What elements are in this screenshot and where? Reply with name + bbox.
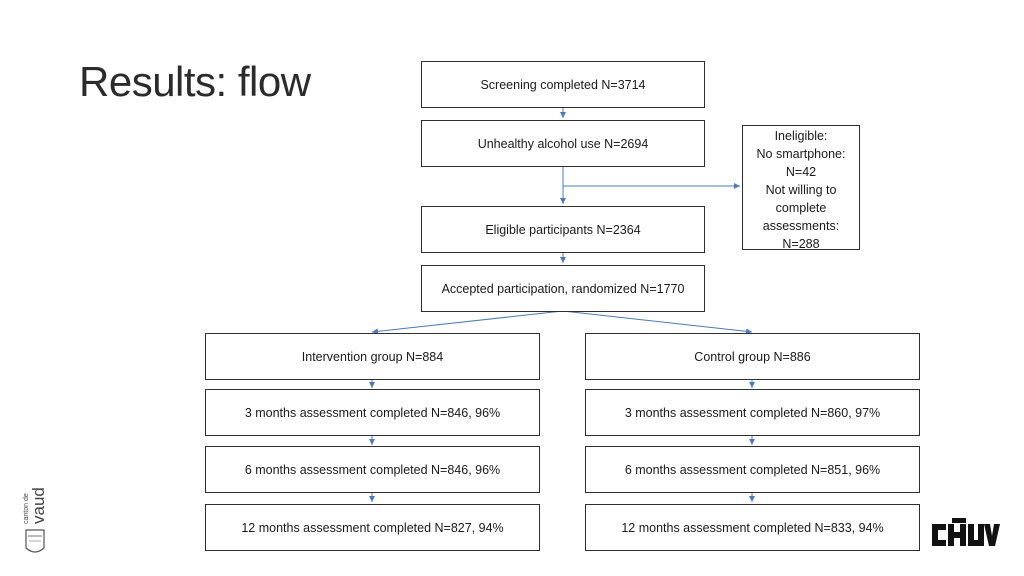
ineligible-line: No smartphone: [756, 147, 846, 161]
control-group-box: Control group N=886 [585, 333, 920, 380]
ineligible-line: Not willing to [765, 183, 837, 197]
svg-text:vaud: vaud [29, 487, 48, 524]
ineligible-line: Ineligible: [774, 129, 828, 143]
control-3m-box: 3 months assessment completed N=860, 97% [585, 389, 920, 436]
unhealthy-alcohol-box: Unhealthy alcohol use N=2694 [421, 120, 705, 167]
screening-box: Screening completed N=3714 [421, 61, 705, 108]
intervention-group-box: Intervention group N=884 [205, 333, 540, 380]
ineligible-line: N=288 [782, 237, 820, 251]
randomized-box: Accepted participation, randomized N=177… [421, 265, 705, 312]
intervention-3m-box: 3 months assessment completed N=846, 96% [205, 389, 540, 436]
intervention-6m-box: 6 months assessment completed N=846, 96% [205, 446, 540, 493]
ineligible-line: assessments: [762, 219, 840, 233]
chuv-logo [931, 518, 1000, 548]
ineligible-box: Ineligible: No smartphone: N=42 Not will… [742, 125, 860, 251]
svg-text:canton de: canton de [23, 493, 30, 524]
slide-title: Results: flow [79, 58, 311, 105]
control-12m-box: 12 months assessment completed N=833, 94… [585, 504, 920, 551]
canton-vaud-logo: canton de vaud [23, 487, 48, 553]
arrow-randomized-control [562, 310, 753, 335]
control-6m-box: 6 months assessment completed N=851, 96% [585, 446, 920, 493]
ineligible-line: N=42 [785, 165, 817, 179]
arrow-randomized-intervention [371, 310, 564, 335]
intervention-12m-box: 12 months assessment completed N=827, 94… [205, 504, 540, 551]
eligible-box: Eligible participants N=2364 [421, 206, 705, 253]
ineligible-line: complete [775, 201, 827, 215]
